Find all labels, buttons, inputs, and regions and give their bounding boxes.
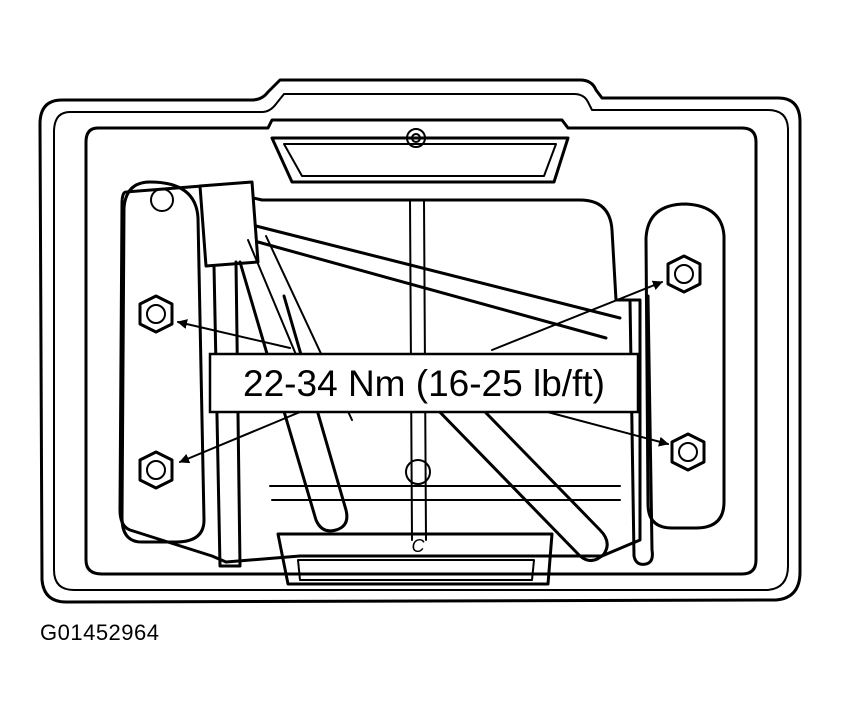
- arrow-top-right: [491, 280, 663, 351]
- top-left-nut: [138, 294, 174, 334]
- bottom-right-nut: [670, 432, 706, 472]
- leader-arrows: [177, 280, 669, 464]
- arrow-top-left: [177, 319, 291, 349]
- bottom-left-nut: [138, 450, 174, 490]
- tray-floor: [118, 184, 642, 564]
- tray-outer-outline: [38, 78, 802, 604]
- figure-id: G01452964: [40, 620, 160, 645]
- top-right-nut: [666, 254, 702, 294]
- left-mounting-pad: [120, 180, 206, 544]
- hold-down-post: [198, 180, 260, 568]
- part-letter-c: C: [412, 536, 426, 556]
- right-mounting-pad: [644, 202, 726, 530]
- torque-spec-label: 22-34 Nm (16-25 lb/ft): [243, 363, 605, 404]
- top-recess: [270, 128, 570, 184]
- arrow-bottom-right: [539, 409, 669, 447]
- arrow-bottom-left: [179, 411, 301, 464]
- bottom-recess: C: [276, 532, 554, 586]
- torque-callout: 22-34 Nm (16-25 lb/ft): [208, 352, 640, 414]
